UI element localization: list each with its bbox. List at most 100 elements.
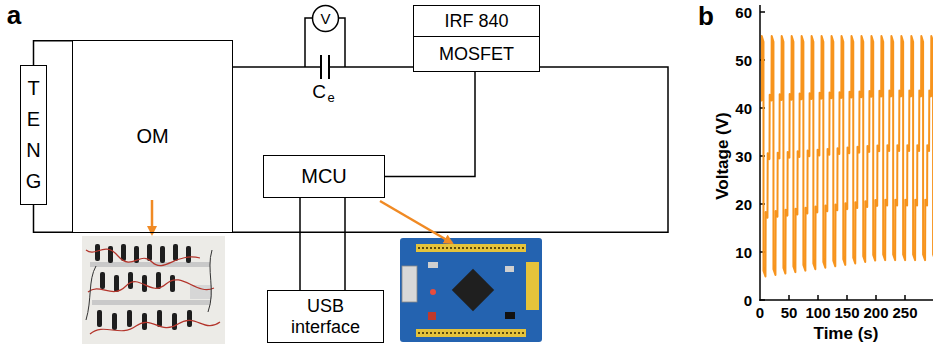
smd-part bbox=[428, 312, 436, 320]
diode bbox=[156, 272, 161, 289]
tick-label: 0 bbox=[744, 293, 752, 308]
om-photo bbox=[82, 236, 225, 344]
capacitor-plate bbox=[328, 55, 330, 79]
axis-title: Time (s) bbox=[814, 325, 879, 342]
pin-header bbox=[416, 329, 526, 337]
diode bbox=[187, 310, 192, 327]
wire-photo bbox=[208, 250, 212, 312]
teng-box: TENG bbox=[20, 65, 47, 205]
tick bbox=[846, 295, 848, 300]
tick-label: 100 bbox=[805, 305, 830, 320]
node-text: USB interface bbox=[280, 296, 372, 337]
tick-label: 20 bbox=[735, 197, 752, 212]
diode bbox=[142, 313, 147, 330]
axis-title: Voltage (V) bbox=[714, 112, 731, 200]
pointer-arrow bbox=[380, 201, 452, 243]
capacitor-plate bbox=[320, 55, 322, 79]
tick-label: 50 bbox=[735, 53, 752, 68]
panel-letter: b bbox=[698, 3, 714, 29]
tick-label: 150 bbox=[834, 305, 859, 320]
y-axis bbox=[759, 5, 761, 301]
diode bbox=[114, 275, 119, 292]
tick-label: 30 bbox=[735, 149, 752, 164]
tick bbox=[760, 299, 765, 301]
capacitor-subscript: e bbox=[327, 91, 334, 104]
tick-label: 250 bbox=[892, 305, 917, 320]
tick-label: 50 bbox=[781, 305, 798, 320]
node-text: V bbox=[320, 10, 330, 27]
node-text: TENG bbox=[24, 73, 44, 197]
wire bbox=[233, 67, 668, 232]
pcb-board bbox=[400, 238, 542, 342]
voltage-trace bbox=[761, 36, 933, 277]
node-text: MCU bbox=[301, 165, 347, 188]
pin-header bbox=[416, 244, 526, 252]
tick bbox=[904, 295, 906, 300]
wire-photo bbox=[88, 280, 214, 292]
tick-label: 40 bbox=[735, 101, 752, 116]
smd-part bbox=[428, 262, 438, 268]
side-connector bbox=[526, 262, 539, 310]
wire-photo bbox=[90, 320, 220, 334]
voltmeter-lead bbox=[305, 18, 312, 67]
diode bbox=[128, 272, 133, 289]
tick bbox=[788, 295, 790, 300]
circle-outline bbox=[313, 6, 339, 32]
plastic-plate bbox=[90, 262, 210, 267]
smd-part bbox=[505, 312, 515, 319]
tick bbox=[817, 295, 819, 300]
wire bbox=[344, 198, 346, 290]
photo-ground bbox=[82, 236, 225, 344]
diode bbox=[127, 310, 132, 327]
tick bbox=[875, 295, 877, 300]
component-box: IRF 840 bbox=[413, 5, 540, 37]
diode bbox=[172, 313, 177, 330]
tick bbox=[760, 11, 765, 13]
diode bbox=[108, 246, 113, 263]
tick-label: 200 bbox=[863, 305, 888, 320]
mcu-board-photo bbox=[400, 238, 542, 342]
mcu-box: MCU bbox=[263, 155, 385, 198]
voltmeter-lead bbox=[338, 18, 345, 67]
wire bbox=[385, 72, 475, 177]
diode bbox=[112, 313, 117, 330]
diode bbox=[121, 244, 126, 261]
interface-box: USB interface bbox=[267, 290, 384, 343]
diode bbox=[173, 244, 178, 261]
diode bbox=[97, 310, 102, 327]
diode bbox=[100, 272, 105, 289]
wire bbox=[34, 41, 73, 65]
diode bbox=[170, 275, 175, 292]
x-axis bbox=[759, 299, 933, 301]
wire bbox=[299, 198, 301, 290]
node-text: IRF 840 bbox=[444, 11, 508, 32]
diode bbox=[95, 244, 100, 261]
header-pins bbox=[418, 247, 524, 249]
panel-letter: a bbox=[7, 2, 21, 28]
mcu-chip bbox=[452, 269, 494, 311]
tick-label: 0 bbox=[756, 305, 764, 320]
wire bbox=[34, 205, 73, 232]
wire-photo bbox=[86, 249, 200, 266]
pointer-arrow bbox=[151, 200, 154, 234]
led bbox=[430, 289, 436, 295]
component-box: MOSFET bbox=[413, 36, 540, 72]
tick-label: 10 bbox=[735, 245, 752, 260]
header-pins bbox=[418, 332, 524, 334]
diode bbox=[186, 246, 191, 263]
serial-connector bbox=[402, 266, 417, 302]
plastic-plate bbox=[190, 285, 212, 299]
node-text: OM bbox=[136, 125, 168, 148]
tick-label: 60 bbox=[735, 5, 752, 20]
voltmeter-circle: V bbox=[312, 5, 339, 32]
diode bbox=[160, 246, 165, 263]
wire-photo bbox=[86, 266, 96, 320]
capacitor-gap bbox=[322, 59, 328, 75]
node-text: MOSFET bbox=[439, 44, 514, 65]
x-ticks bbox=[789, 295, 905, 300]
module-box: OM bbox=[72, 40, 233, 233]
plastic-plate bbox=[92, 300, 210, 305]
diode bbox=[157, 310, 162, 327]
capacitor-label: C bbox=[312, 82, 326, 101]
